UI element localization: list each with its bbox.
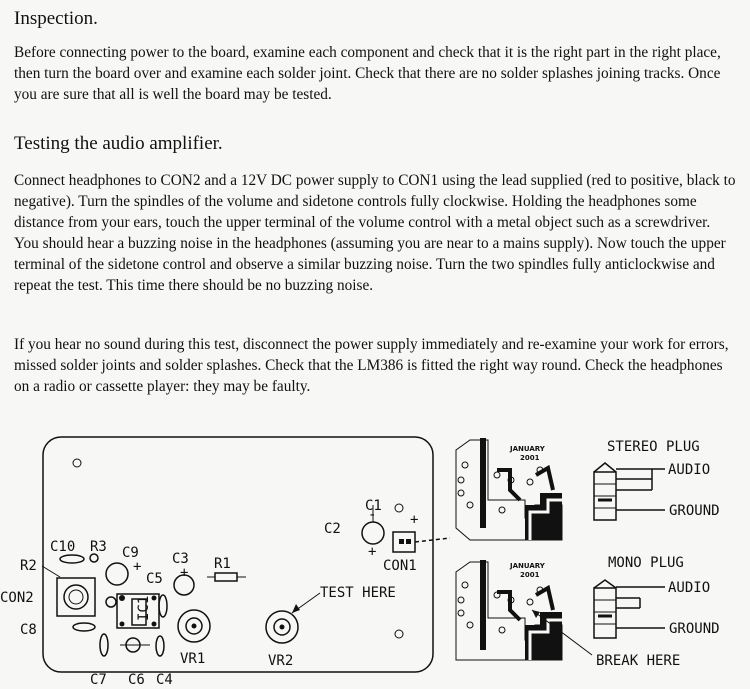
label-c4: C4 bbox=[156, 672, 173, 688]
stereo-plug: STEREO PLUG AUDIO GROUND bbox=[593, 439, 720, 521]
component-layout: C1 C2 - + + CON1 C10 R3 C9 + C3 R1 + R2 … bbox=[0, 436, 451, 688]
label-c5: C5 bbox=[146, 571, 163, 587]
label-c3: C3 bbox=[172, 551, 189, 567]
pcb-date-line-1: JANUARY bbox=[509, 445, 546, 453]
resistor-r1 bbox=[214, 572, 238, 582]
label-con2: CON2 bbox=[0, 590, 34, 606]
label-test-here: TEST HERE bbox=[320, 585, 396, 601]
inspection-heading: Inspection. bbox=[14, 8, 98, 29]
connector-con2 bbox=[56, 577, 96, 617]
capacitor-c7 bbox=[99, 633, 109, 657]
stereo-audio-label: AUDIO bbox=[668, 462, 710, 478]
label-con1-plus: + bbox=[410, 512, 418, 528]
label-break-here: BREAK HERE bbox=[596, 653, 680, 669]
pcb-track-mono: JANUARY 2001 BREAK HERE bbox=[455, 560, 680, 669]
capacitor-c4 bbox=[155, 635, 165, 657]
mounting-hole bbox=[72, 458, 82, 468]
label-r3: R3 bbox=[90, 539, 107, 555]
stereo-ground-label: GROUND bbox=[669, 503, 720, 519]
mono-ground-label: GROUND bbox=[669, 621, 720, 637]
label-c1: C1 bbox=[365, 498, 382, 514]
pcb-date-line-2: 2001 bbox=[520, 571, 540, 579]
capacitor-c5 bbox=[158, 594, 168, 618]
label-minus: - bbox=[368, 507, 376, 523]
stereo-plug-title: STEREO PLUG bbox=[607, 439, 700, 455]
testing-heading: Testing the audio amplifier. bbox=[14, 133, 223, 154]
mono-plug-title: MONO PLUG bbox=[608, 555, 684, 571]
label-vr1: VR1 bbox=[180, 651, 205, 667]
pcb-track-stereo: JANUARY 2001 bbox=[455, 438, 563, 541]
potentiometer-vr1 bbox=[177, 609, 211, 643]
capacitor-c10 bbox=[59, 554, 85, 564]
label-c3-plus: + bbox=[180, 565, 188, 581]
label-c6: C6 bbox=[128, 672, 145, 688]
testing-paragraph-1: Connect headphones to CON2 and a 12V DC … bbox=[14, 172, 736, 294]
label-r2: R2 bbox=[20, 558, 37, 574]
board-outline bbox=[42, 436, 434, 673]
label-r1: R1 bbox=[214, 556, 231, 572]
label-ic1: IC1 bbox=[136, 596, 152, 621]
mono-audio-label: AUDIO bbox=[668, 580, 710, 596]
label-c2: C2 bbox=[324, 521, 341, 537]
pcb-date-line-2: 2001 bbox=[520, 454, 540, 462]
resistor-r3 bbox=[89, 553, 99, 563]
potentiometer-vr2 bbox=[265, 610, 299, 644]
label-c9: C9 bbox=[122, 545, 139, 561]
mounting-hole bbox=[394, 629, 404, 639]
label-c8: C8 bbox=[20, 622, 37, 638]
label-con1: CON1 bbox=[383, 558, 417, 574]
mono-plug: MONO PLUG AUDIO GROUND bbox=[593, 555, 720, 639]
label-c10: C10 bbox=[50, 539, 75, 555]
label-vr2: VR2 bbox=[268, 653, 293, 669]
pcb-date-line-1: JANUARY bbox=[509, 562, 546, 570]
label-c7: C7 bbox=[90, 672, 107, 688]
capacitor-c2 bbox=[361, 521, 385, 545]
mounting-hole bbox=[394, 503, 404, 513]
capacitor-c3 bbox=[173, 574, 195, 596]
label-plus: + bbox=[368, 544, 376, 560]
capacitor-c8 bbox=[72, 622, 96, 632]
capacitor-c9 bbox=[105, 562, 129, 586]
break-here-arrow bbox=[531, 609, 593, 656]
inspection-paragraph: Before connecting power to the board, ex… bbox=[14, 44, 721, 103]
testing-paragraph-2: If you hear no sound during this test, d… bbox=[14, 336, 729, 395]
label-c9-plus: + bbox=[133, 559, 141, 575]
